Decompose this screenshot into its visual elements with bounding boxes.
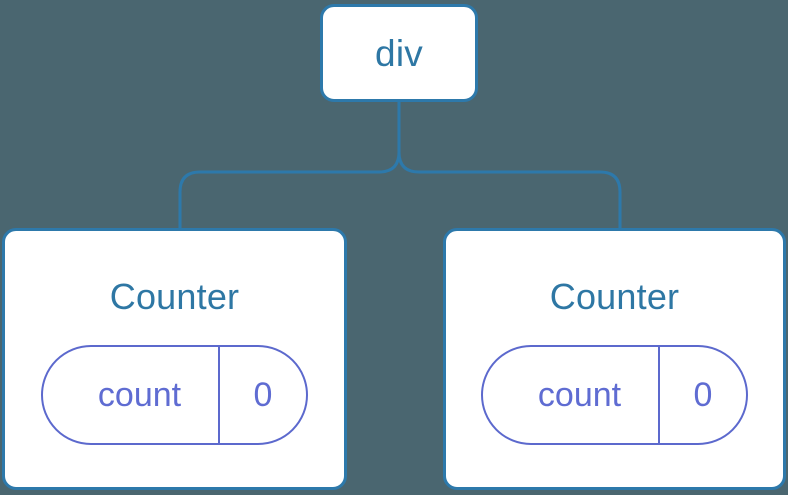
state-divider-left [218,347,220,443]
node-counter-left[interactable]: Counter count 0 [2,228,347,490]
state-key-left: count [97,376,182,414]
node-counter-right-label: Counter [549,276,680,317]
state-pill-left[interactable]: count 0 [41,345,308,445]
state-value-right: 0 [693,376,713,414]
node-counter-left-label: Counter [109,276,240,317]
node-div-label: div [375,32,423,74]
state-key-right: count [537,376,622,414]
state-divider-right [658,347,660,443]
state-pill-right[interactable]: count 0 [481,345,748,445]
node-counter-right[interactable]: Counter count 0 [443,228,786,490]
node-div[interactable]: div [320,4,478,102]
state-value-left: 0 [253,376,273,414]
